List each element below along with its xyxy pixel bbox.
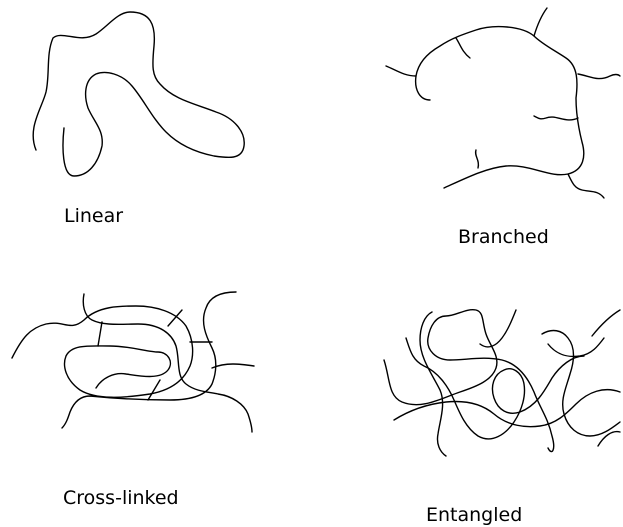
branch-7 [568,174,604,198]
branch-6 [476,150,479,168]
entangled-chain-6 [480,310,516,347]
cross-linked-label: Cross-linked [63,489,179,508]
crosslink-4 [148,380,160,400]
branch-3 [386,66,416,76]
entangled-chain-4 [420,312,446,456]
crosslinked-chain-1 [12,306,193,397]
entangled-label: Entangled [426,506,522,525]
entangled-chain-2 [394,390,620,427]
crosslinked-chain-3 [62,292,236,428]
entangled-chain-5 [542,331,620,436]
branched-label: Branched [458,228,549,247]
branch-4 [578,74,620,79]
crosslink-2 [98,322,102,346]
branch-1 [534,8,547,36]
branched-polymer-drawing [386,8,620,198]
entangled-polymer-drawing [384,310,620,456]
crosslinked-chain-2 [83,294,252,432]
branched-backbone [416,27,584,188]
entangled-chain-1 [384,310,554,452]
linear-label: Linear [64,207,123,226]
cross-linked-polymer-drawing [12,292,254,432]
branch-5 [534,116,578,120]
crosslinked-chain-4 [212,364,254,368]
branch-2 [456,38,470,58]
linear-chain [33,12,244,176]
entangled-chain-7 [592,310,620,336]
linear-polymer-drawing [33,12,244,176]
entangled-chain-8 [548,338,604,357]
